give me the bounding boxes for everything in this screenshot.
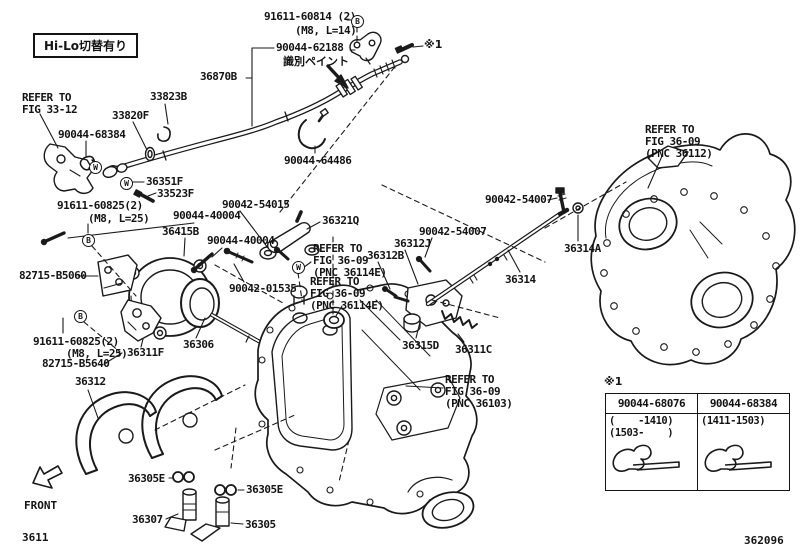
- part-label-36305: 36305: [245, 518, 276, 531]
- table-header-90044-68384: 90044-68384: [697, 393, 790, 414]
- case-cover-36112-art: [590, 133, 796, 366]
- dashed-construction-lines: [83, 26, 627, 483]
- part-label-90044-68384: 90044-68384: [58, 128, 126, 141]
- washer-marker: W: [89, 161, 102, 174]
- bolt-marker: B: [74, 310, 87, 323]
- part-label-36351F: 36351F: [146, 175, 183, 188]
- part-label-90042-01535: 90042-01535: [229, 282, 297, 295]
- washer-bearing-stack-art: [259, 244, 345, 329]
- bracket-90044-62188-art: [349, 31, 382, 65]
- part-label-90042-54007-a: 90042-54007: [419, 225, 487, 238]
- studs-90044-40004-art: [40, 231, 214, 274]
- part-label-91611-60825-a: 91611-60825(2): [57, 199, 143, 212]
- page-code-left: 3611: [22, 531, 49, 544]
- lever-36311F-art: [120, 299, 162, 342]
- leader-lines: [39, 19, 663, 525]
- cotter-clip-drawing: [704, 444, 772, 472]
- part-label-82715-B5060: 82715-B5060: [19, 269, 87, 282]
- ref1-note: ※1: [424, 38, 443, 51]
- nut-36314A-art: [572, 202, 584, 214]
- lever-36321Q-art: [267, 210, 311, 261]
- part-label-36321Q: 36321Q: [322, 214, 359, 227]
- part-label-90044-64486: 90044-64486: [284, 154, 352, 167]
- part-label-33823B: 33823B: [150, 90, 187, 103]
- part-label-36305E-a: 36305E: [128, 472, 165, 485]
- part-label-36315D: 36315D: [402, 339, 439, 352]
- refer-fig36-09-36114E-a: REFER TO FIG 36-09 (PNC 36114E): [313, 242, 387, 279]
- cable-36870B-art: [105, 54, 410, 175]
- part-label-36312J: 36312J: [394, 237, 431, 250]
- part-label-36305E-b: 36305E: [246, 483, 283, 496]
- refer-fig36-09-36114E-b: REFER TO FIG 36-09 (PNC 36114E): [310, 275, 384, 312]
- part-label-36306: 36306: [183, 338, 214, 351]
- front-arrow-icon: [32, 465, 63, 489]
- paint-id-label: 識別ペイント: [283, 55, 349, 68]
- bolt-ref1-art: [394, 43, 414, 54]
- part-label-90044-40004-b: 90044-40004: [207, 234, 275, 247]
- clamp-90044-64486-art: [297, 107, 329, 150]
- part-label-36312B: 36312B: [367, 249, 404, 262]
- part-label-90044-40004-a: 90044-40004: [173, 209, 241, 222]
- part-label-91611-60814: 91611-60814 (2): [264, 10, 356, 23]
- bolt-90042-54007-upper-art: [555, 187, 567, 214]
- refer-fig36-09-36103: REFER TO FIG 36-09 (PNC 36103): [445, 373, 513, 410]
- date-range-90044-68384: (1411-1503): [701, 415, 766, 427]
- lever-assembly-fig3312-art: [43, 126, 171, 203]
- cotter-clip-drawing: [612, 444, 680, 472]
- part-label-36311F: 36311F: [127, 346, 164, 359]
- bolt-marker: B: [351, 15, 364, 28]
- table-note-ref: ※1: [604, 375, 623, 388]
- refer-fig33-12: REFER TO FIG 33-12: [22, 91, 78, 116]
- part-label-82715-B5640: 82715-B5640: [42, 357, 110, 370]
- part-label-90042-54015: 90042-54015: [222, 198, 290, 211]
- page-code-right: 362096: [744, 534, 784, 547]
- applicability-table: 90044-68076 90044-68384 ( -1410) (1503- …: [605, 393, 790, 491]
- part-label-36314A: 36314A: [564, 242, 601, 255]
- seal-shaft-36306-art: [180, 278, 283, 355]
- part-label-36311C: 36311C: [455, 343, 492, 356]
- part-label-36415B: 36415B: [162, 225, 199, 238]
- part-label-90042-54007-b: 90042-54007: [485, 193, 553, 206]
- bolt-90042-01535-art: [223, 247, 254, 264]
- part-label-90044-62188: 90044-62188: [276, 41, 344, 54]
- washer-marker: W: [120, 177, 133, 190]
- table-header-90044-68076: 90044-68076: [605, 393, 698, 414]
- part-spec-91611-60814: (M8, L=14): [295, 24, 357, 37]
- part-label-36870B: 36870B: [200, 70, 237, 83]
- part-label-91611-60825-b: 91611-60825(2): [33, 335, 119, 348]
- pins-36307-36305-art: [164, 471, 237, 542]
- part-label-33820F: 33820F: [112, 109, 149, 122]
- part-label-36312: 36312: [75, 375, 106, 388]
- part-label-36307: 36307: [132, 513, 163, 526]
- part-spec-91611-60825-a: (M8, L=25): [88, 212, 150, 225]
- table-cell-90044-68384: (1411-1503): [697, 413, 790, 491]
- table-cell-90044-68076: ( -1410) (1503- ): [605, 413, 698, 491]
- shaft-36314-art: [425, 207, 570, 307]
- front-label: FRONT: [24, 499, 58, 512]
- variant-note-box: Hi-Lo切替有り: [33, 33, 139, 58]
- refer-fig36-09-36112: REFER TO FIG 36-09 (PNC 36112): [645, 123, 713, 160]
- part-label-33523F: 33523F: [157, 187, 194, 200]
- part-spec-91611-60825-b: (M8, L=25): [66, 347, 128, 360]
- spring-36311C-art: [441, 310, 478, 329]
- part-label-36314: 36314: [505, 273, 536, 286]
- shift-forks-art: [75, 375, 223, 475]
- paint-arrow-icon: [326, 64, 349, 89]
- transfer-housing-art: [254, 283, 478, 529]
- washer-marker: W: [292, 261, 305, 274]
- bolt-marker: B: [82, 234, 95, 247]
- date-range-90044-68076: ( -1410) (1503- ): [609, 415, 674, 439]
